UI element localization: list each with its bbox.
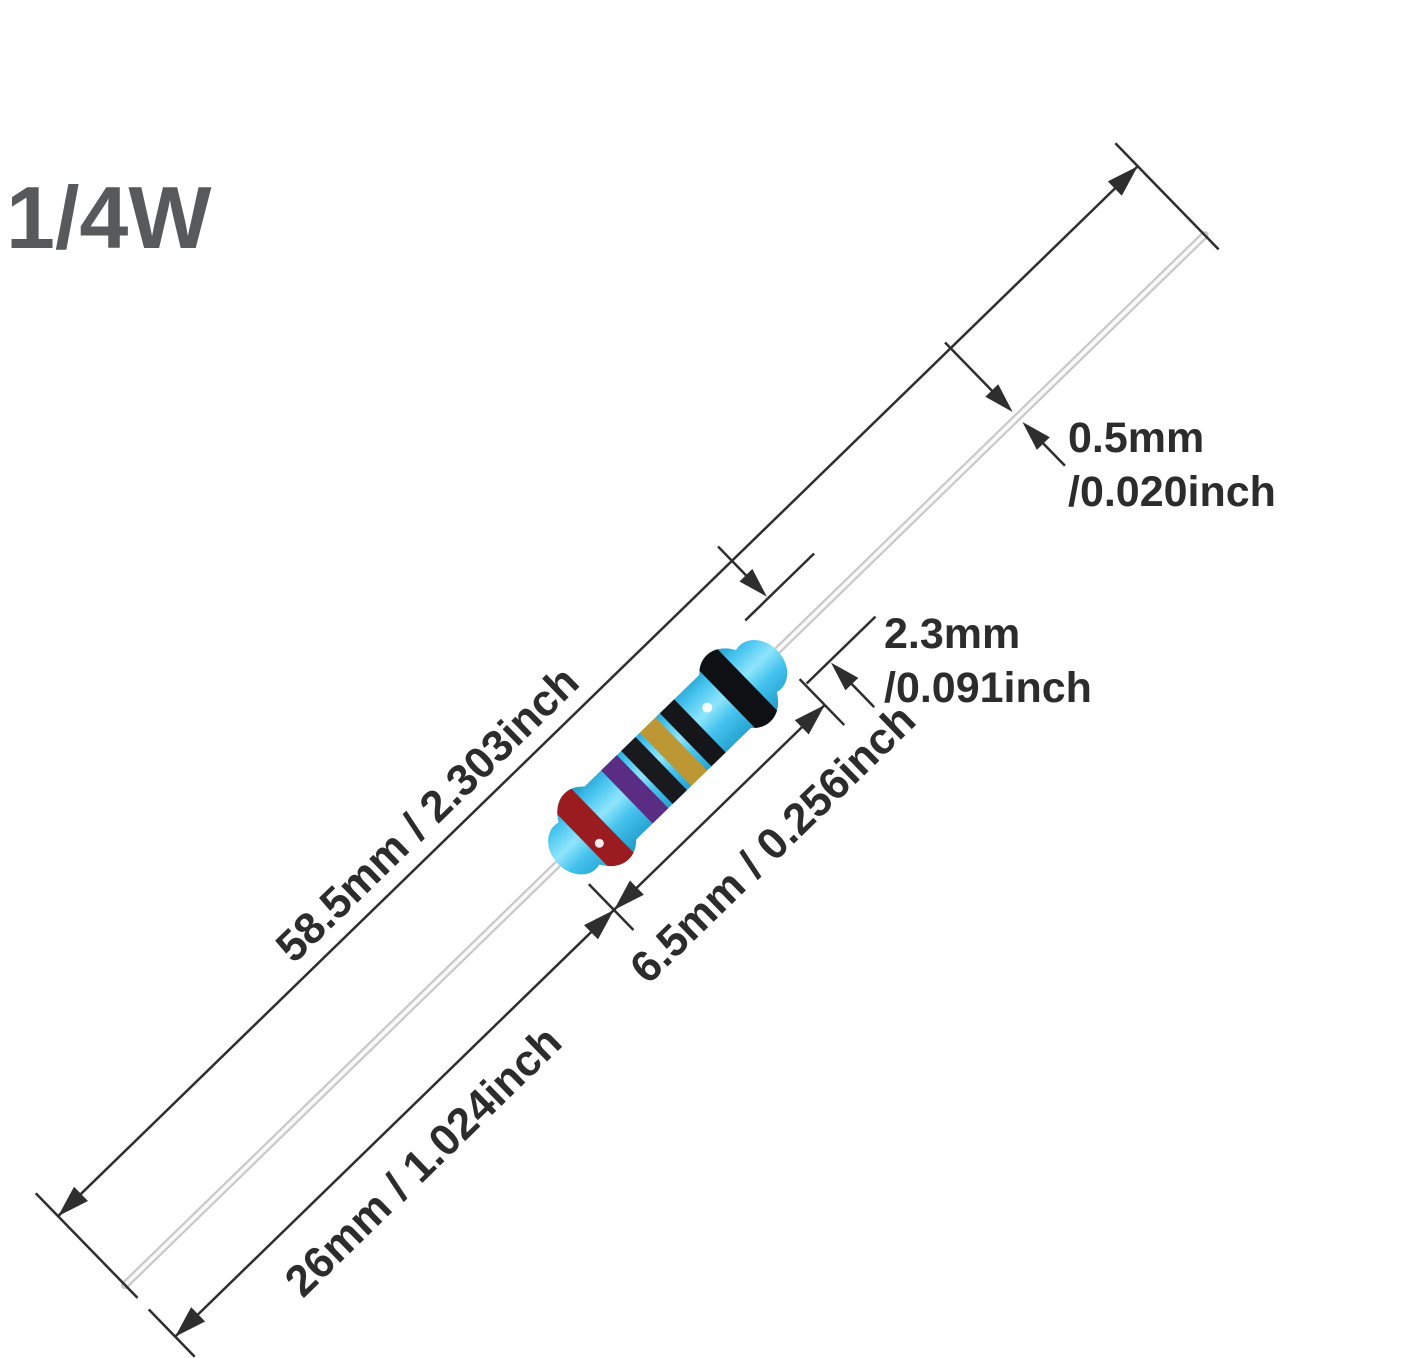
arrowhead-diameter-top xyxy=(739,568,767,597)
arrowhead-wire-top xyxy=(985,384,1013,413)
extension-line-diameter-top xyxy=(744,552,815,622)
diameter-arrow-stem-bottom xyxy=(849,681,876,708)
total-length-label: 58.5mm / 2.303inch xyxy=(267,657,589,972)
lead-length-label: 26mm / 1.024inch xyxy=(276,1017,571,1306)
arrowhead-diameter-bottom xyxy=(830,662,859,691)
arrowhead-body-right xyxy=(794,704,825,735)
arrowhead-lead-left xyxy=(175,1307,206,1337)
extension-line-lead-start xyxy=(147,1308,196,1358)
extension-line-diameter-bottom xyxy=(805,615,877,685)
resistor-band-1 xyxy=(549,786,636,874)
dimension-line-lead xyxy=(174,909,615,1338)
resistor-band-5 xyxy=(652,692,733,774)
dimension-body-diameter xyxy=(717,545,877,708)
dimension-total-length: 58.5mm / 2.303inch xyxy=(34,142,1220,1299)
arrowhead-wire-bottom xyxy=(1022,422,1050,450)
wire-diameter-label-mm: 0.5mm xyxy=(1068,414,1204,462)
resistor-band-2 xyxy=(594,747,676,831)
arrowhead-total-right xyxy=(1107,166,1138,196)
extension-line-total-start xyxy=(34,1192,139,1299)
dimension-line-body xyxy=(613,704,826,911)
extension-line-body-end xyxy=(798,678,846,726)
body-diameter-label-mm: 2.3mm xyxy=(884,610,1020,658)
dimension-line-total xyxy=(57,165,1139,1218)
body-highlight-dot-1 xyxy=(702,702,713,713)
arrowhead-total-left xyxy=(58,1186,88,1217)
dimension-wire-diameter xyxy=(944,341,1066,467)
resistor-band-4 xyxy=(632,710,715,794)
wattage-label: 1/4W xyxy=(6,168,211,267)
wire-arrow-stem-bottom xyxy=(1041,441,1066,467)
resistor-band-6 xyxy=(694,646,781,734)
body-highlight-dot-2 xyxy=(594,838,604,848)
color-bands xyxy=(549,646,781,874)
wire-arrow-stem-top xyxy=(944,341,994,393)
body-diameter-label-inch: /0.091inch xyxy=(884,664,1092,712)
extension-line-body-start xyxy=(587,883,635,931)
extension-line-total-end xyxy=(1114,142,1220,251)
dimension-lead-length: 26mm / 1.024inch xyxy=(147,883,635,1358)
resistor-assembly: 58.5mm / 2.303inch 26mm / 1.024inch 6.5m… xyxy=(34,142,1220,1358)
resistor-band-3 xyxy=(614,729,695,812)
diameter-arrow-stem-top xyxy=(717,545,749,578)
arrowhead-lead-right xyxy=(584,909,614,940)
arrowhead-body-left xyxy=(613,880,644,910)
wire-diameter-label-inch: /0.020inch xyxy=(1068,468,1276,516)
